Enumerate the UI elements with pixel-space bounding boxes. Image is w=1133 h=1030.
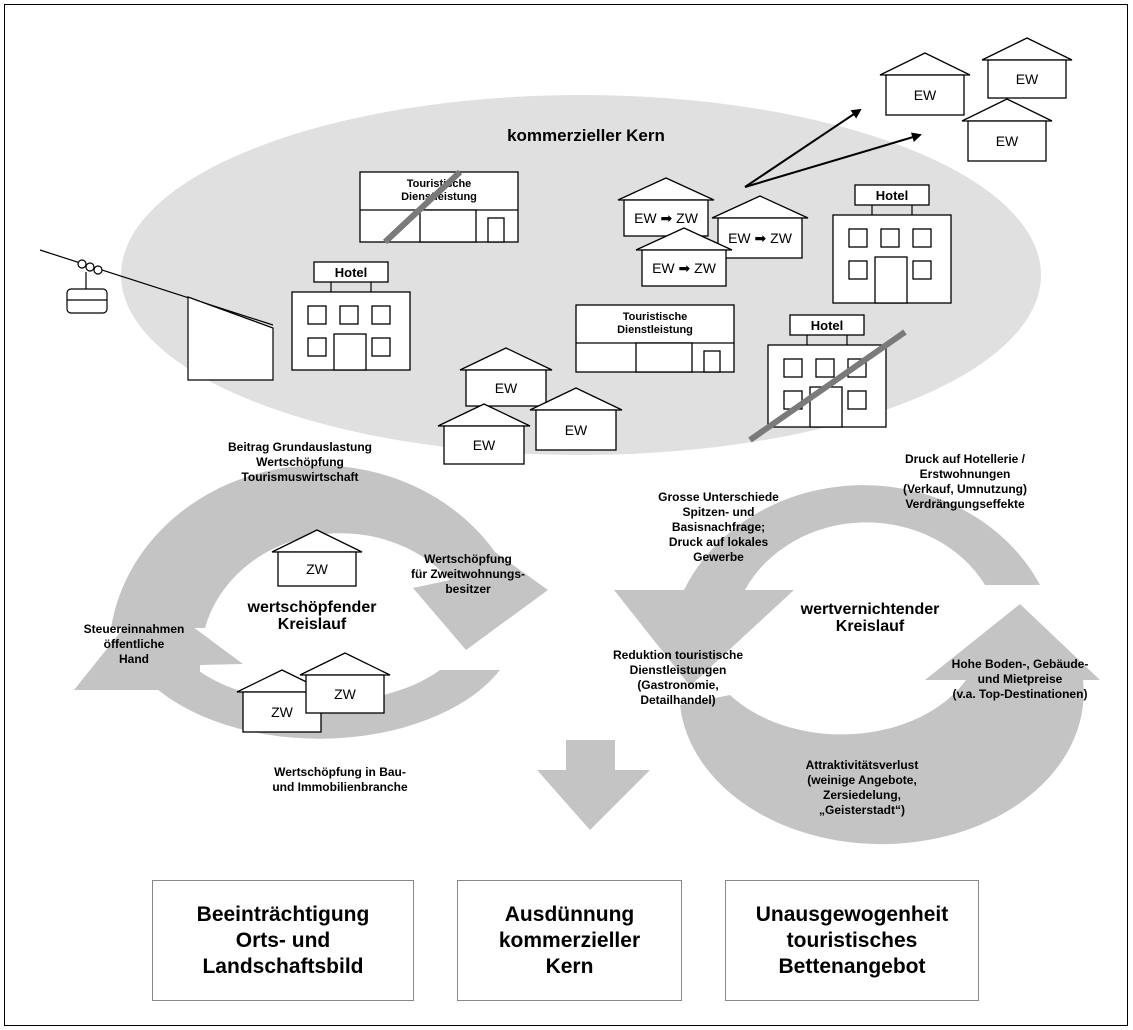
house-ew-core-3: EW [529, 387, 623, 451]
house-ew-zw-3: EW ➡ ZW [635, 227, 733, 287]
left-cycle-left-arrow [74, 595, 243, 690]
label-value-owners: Wertschöpfung für Zweitwohnungs- besitze… [411, 552, 525, 596]
label-base-load: Beitrag Grundauslastung Wertschöpfung To… [227, 440, 373, 484]
house-zw-3: ZW [299, 652, 391, 714]
tourist-service-2-label-2: Dienstleistung [617, 324, 693, 336]
house-ew-zw-1: EW ➡ ZW [617, 177, 715, 237]
house-ew-core-1: EW [459, 347, 553, 407]
house-ew-zw-2-label: EW ➡ ZW [728, 230, 793, 246]
diagram-frame [4, 4, 1128, 1026]
house-zw-2-label: ZW [271, 704, 294, 720]
hotel-right-bottom-label: Hotel [811, 318, 844, 333]
value-destroying-cycle [614, 485, 1100, 845]
outcome-beds: Unausgewogenheit touristisches Bettenang… [755, 902, 949, 978]
label-construction: Wertschöpfung in Bau- und Immobilienbran… [272, 765, 408, 794]
tourist-service-1-label-1: Touristische [407, 178, 472, 190]
house-ew-core-1-label: EW [495, 380, 518, 396]
house-ew-zw-1-label: EW ➡ ZW [634, 210, 699, 226]
lift-station [187, 296, 274, 381]
outcome-landscape: Beeinträchtigung Orts- und Landschaftsbi… [196, 902, 370, 978]
hotel-left: Hotel [291, 261, 411, 371]
cable-car [39, 249, 274, 326]
house-ew-zw-2: EW ➡ ZW [711, 195, 809, 259]
house-zw-3-label: ZW [334, 686, 357, 702]
label-hotel-pressure: Druck auf Hotellerie / Erstwohnungen (Ve… [902, 452, 1027, 511]
label-prices: Hohe Boden-, Gebäude- und Mietpreise (v.… [951, 657, 1089, 701]
label-service-reduction: Reduktion touristische Dienstleistungen … [612, 648, 743, 707]
outcome-box-landscape: Beeinträchtigung Orts- und Landschaftsbi… [152, 880, 414, 1001]
house-ew-zw-3-label: EW ➡ ZW [652, 260, 717, 276]
hotel-left-label: Hotel [335, 265, 368, 280]
core-title: kommerzieller Kern [507, 126, 665, 145]
tourist-service-2-label-1: Touristische [623, 311, 688, 323]
strike-tourist-service [382, 169, 463, 245]
house-zw-1-label: ZW [306, 561, 329, 577]
house-ew-outside-1-label: EW [914, 87, 937, 103]
house-ew-outside-2: EW [981, 37, 1073, 99]
house-ew-core-2-label: EW [473, 437, 496, 453]
right-cycle-bottom-arc [680, 604, 1100, 845]
tourist-service-1-label-2: Dienstleistung [401, 191, 477, 203]
house-ew-outside-1: EW [879, 52, 971, 116]
outcome-box-core: Ausdünnung kommerzieller Kern [457, 880, 682, 1001]
label-demand-gap: Grosse Unterschiede Spitzen- und Basisna… [658, 490, 779, 564]
house-ew-core-2: EW [437, 403, 531, 465]
hotel-right-top-label: Hotel [876, 188, 909, 203]
strike-hotel [748, 329, 907, 443]
label-attractiveness: Attraktivitätsverlust (weinige Angebote,… [805, 758, 919, 817]
house-ew-outside-2-label: EW [1016, 71, 1039, 87]
hotel-right-top: Hotel [832, 184, 952, 304]
buildings: TouristischeDienstleistungTouristischeDi… [236, 37, 1073, 733]
house-zw-1: ZW [271, 529, 363, 587]
house-ew-outside-3: EW [961, 98, 1053, 162]
outcome-core: Ausdünnung kommerzieller Kern [498, 902, 641, 978]
right-cycle-top-arc [614, 485, 1040, 686]
outcome-box-beds: Unausgewogenheit touristisches Bettenang… [725, 880, 979, 1001]
arrow-to-ew-2 [744, 132, 922, 188]
house-ew-core-3-label: EW [565, 422, 588, 438]
left-cycle-top-arc [111, 465, 548, 650]
left-cycle-title: wertschöpfender Kreislauf [247, 599, 377, 633]
house-ew-outside-3-label: EW [996, 133, 1019, 149]
right-cycle-title: wertvernichtender Kreislauf [800, 601, 940, 635]
arrow-to-ew-1 [744, 108, 862, 188]
down-arrow [537, 740, 650, 830]
label-taxes: Steuereinnahmen öffentliche Hand [83, 622, 185, 666]
